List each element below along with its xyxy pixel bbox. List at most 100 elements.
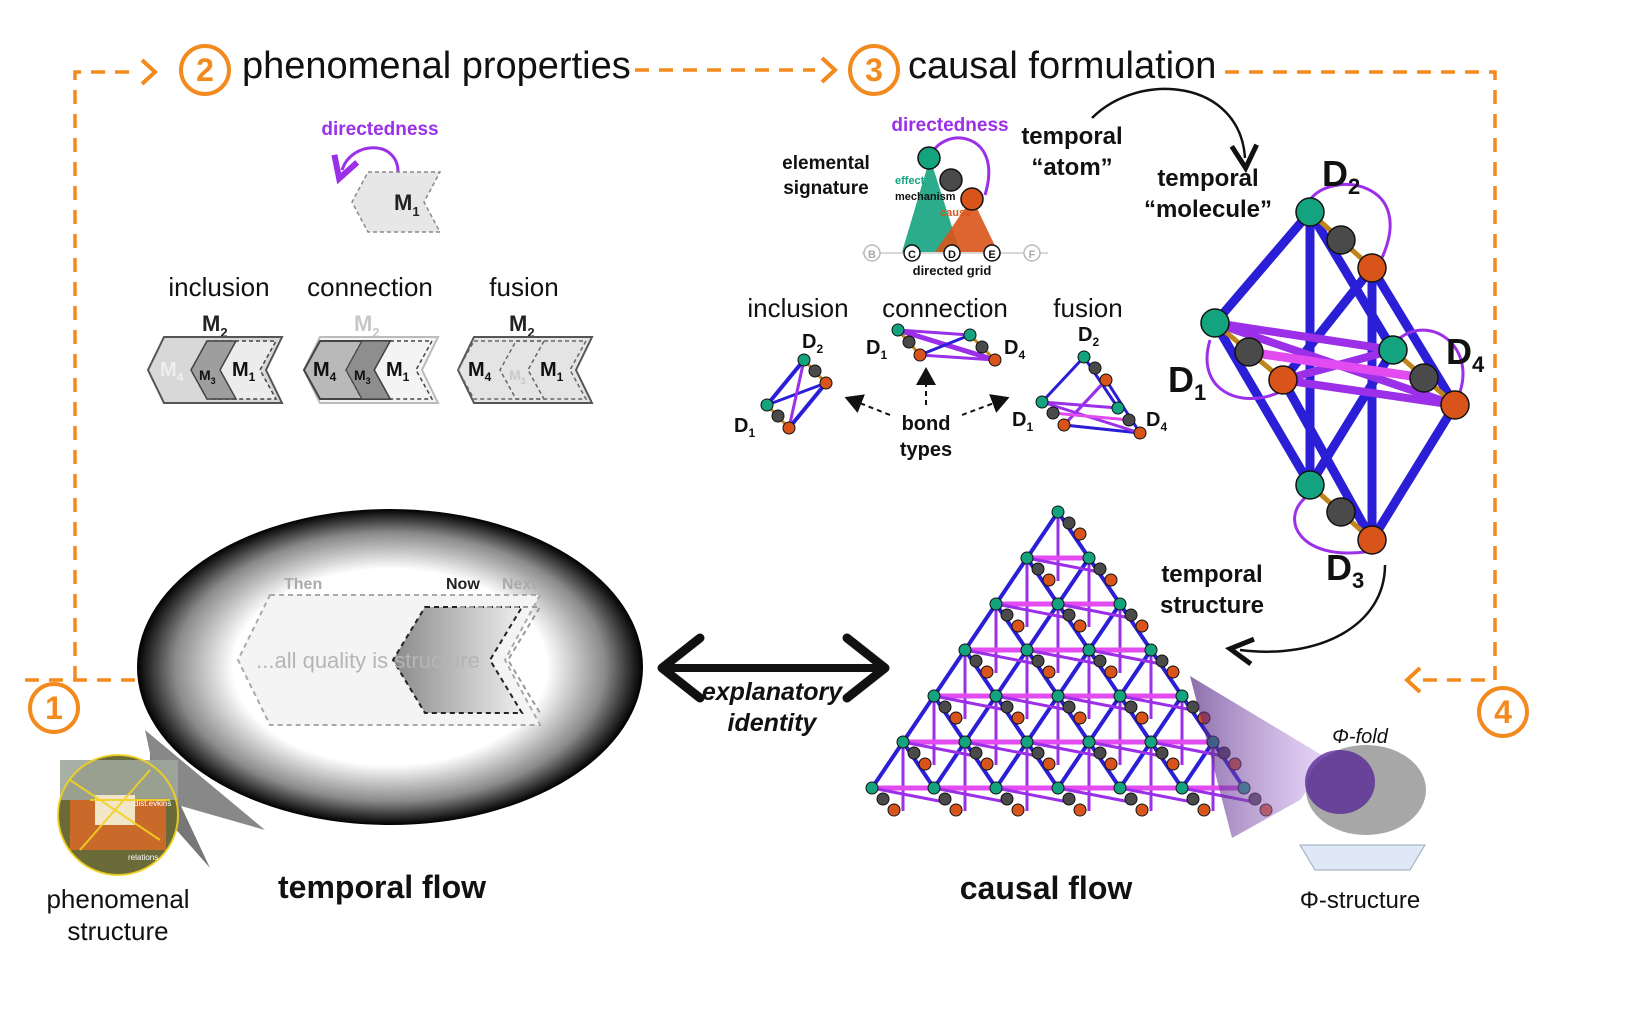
lattice-edge (1119, 694, 1193, 712)
lattice-node-cause (1166, 757, 1180, 771)
bond-type-labels: inclusion connection fusion bond types (747, 293, 1122, 461)
step-2-number: 2 (196, 52, 214, 88)
svg-text:types: types (900, 439, 952, 461)
lattice-edge (994, 694, 1029, 744)
svg-text:connection: connection (882, 293, 1008, 323)
fusion-m2: M2 (509, 311, 535, 340)
lattice-node-effect (1144, 643, 1158, 657)
lattice-edge (1056, 510, 1091, 560)
temporal-structure-label: temporal structure (1160, 561, 1264, 619)
svg-text:D1: D1 (1012, 409, 1033, 434)
now-label: Now (446, 576, 480, 593)
lattice-edge (1025, 740, 1060, 790)
bond-connection-diagram: D1 D4 (866, 323, 1025, 367)
lattice-edge (964, 648, 1038, 666)
lattice-node-effect (1020, 735, 1034, 749)
svg-text:M3: M3 (354, 367, 371, 386)
svg-text:effect: effect (895, 175, 925, 187)
lattice-edge (932, 740, 967, 790)
svg-text:fusion: fusion (1053, 293, 1122, 323)
lattice-node-mechanism (1062, 516, 1076, 530)
svg-text:mechanism: mechanism (895, 191, 956, 203)
svg-text:D3: D3 (1326, 547, 1364, 593)
step-badge-4: 4 (1477, 686, 1529, 738)
svg-text:dist.evkins: dist.evkins (134, 799, 171, 808)
lattice-edge (994, 648, 1029, 698)
temporal-flow-title: temporal flow (278, 869, 486, 905)
svg-text:cause: cause (940, 207, 971, 219)
lattice-node-cause (1104, 757, 1118, 771)
inclusion-chevrons: M2 M4 M3 M1 (146, 311, 284, 404)
lattice-node-effect (1051, 597, 1065, 611)
lattice-node-mechanism (938, 792, 952, 806)
svg-text:M3: M3 (199, 367, 216, 386)
lattice-edge (1025, 648, 1060, 698)
lattice-edge (994, 556, 1029, 606)
lattice-edge (871, 786, 945, 804)
svg-text:temporal: temporal (1021, 123, 1122, 150)
svg-text:D: D (948, 249, 956, 261)
lattice-edge (1026, 740, 1100, 758)
relation-label-fusion: fusion (489, 272, 558, 302)
relation-label-inclusion: inclusion (168, 272, 269, 302)
phi-fold-label: Φ-fold (1332, 726, 1389, 748)
lattice-edge (995, 694, 1069, 712)
lattice-node-mechanism (1000, 700, 1014, 714)
then-label: Then (284, 576, 322, 593)
lattice-node-effect (1113, 689, 1127, 703)
lattice-node-cause (980, 757, 994, 771)
svg-text:D1: D1 (1168, 359, 1206, 405)
lattice-node-effect (958, 643, 972, 657)
svg-text:M4: M4 (468, 359, 492, 384)
lattice-node-mechanism (1062, 608, 1076, 622)
lattice-edge (1025, 602, 1060, 652)
step-badge-2: 2 (179, 44, 231, 96)
directed-grid: B C D E F directed grid (863, 244, 1041, 278)
svg-text:D4: D4 (1146, 409, 1167, 434)
lattice-node-cause (1073, 619, 1087, 633)
explanatory-identity-arrow: explanatory identity (657, 633, 890, 737)
lattice-edge (1149, 648, 1184, 698)
lattice-edge (994, 602, 1029, 652)
lattice-node-effect (989, 781, 1003, 795)
lattice-node-effect (989, 689, 1003, 703)
lattice-edge (1056, 694, 1091, 744)
svg-text:directed grid: directed grid (913, 263, 992, 278)
lattice-edge (901, 740, 936, 790)
lattice-node-cause (1135, 619, 1149, 633)
svg-text:E: E (988, 249, 995, 261)
causal-flow-title: causal flow (960, 870, 1133, 906)
lattice-edge (932, 694, 967, 744)
phenomenal-relations: inclusion connection fusion M2 M4 M3 M1 … (146, 272, 594, 404)
lattice-edge (932, 648, 967, 698)
svg-text:inclusion: inclusion (747, 293, 848, 323)
phenomenal-structure-label-1: phenomenal (46, 884, 189, 914)
svg-text:M1: M1 (386, 359, 410, 384)
lattice-edge (1025, 556, 1060, 606)
lattice-node-mechanism (1000, 792, 1014, 806)
lattice-edge (1087, 556, 1122, 606)
lattice-node-mechanism (876, 792, 890, 806)
lattice-edge (1057, 694, 1131, 712)
svg-text:D2: D2 (1078, 324, 1099, 349)
lattice-edge (1087, 648, 1122, 698)
m1-chevron (351, 171, 442, 233)
lattice-edge (1149, 740, 1184, 790)
fusion-chevrons: M2 M4 M3 M1 (456, 311, 594, 404)
lattice-edge (995, 602, 1069, 620)
lattice-edge (995, 786, 1069, 804)
lattice-node-mechanism (907, 746, 921, 760)
step-badge-3: 3 (848, 44, 900, 96)
lattice-node-cause (1073, 527, 1087, 541)
lattice-node-mechanism (1124, 608, 1138, 622)
lattice-node-cause (1042, 757, 1056, 771)
lattice-node-cause (980, 665, 994, 679)
lattice-node-mechanism (1093, 654, 1107, 668)
svg-text:explanatory: explanatory (702, 678, 843, 706)
lattice-node-effect (958, 735, 972, 749)
directedness-label: directedness (321, 119, 438, 140)
lattice-node-effect (865, 781, 879, 795)
temporal-molecule-diagram: D2 D1 D4 D3 (1168, 153, 1485, 652)
lattice-node-effect (927, 781, 941, 795)
